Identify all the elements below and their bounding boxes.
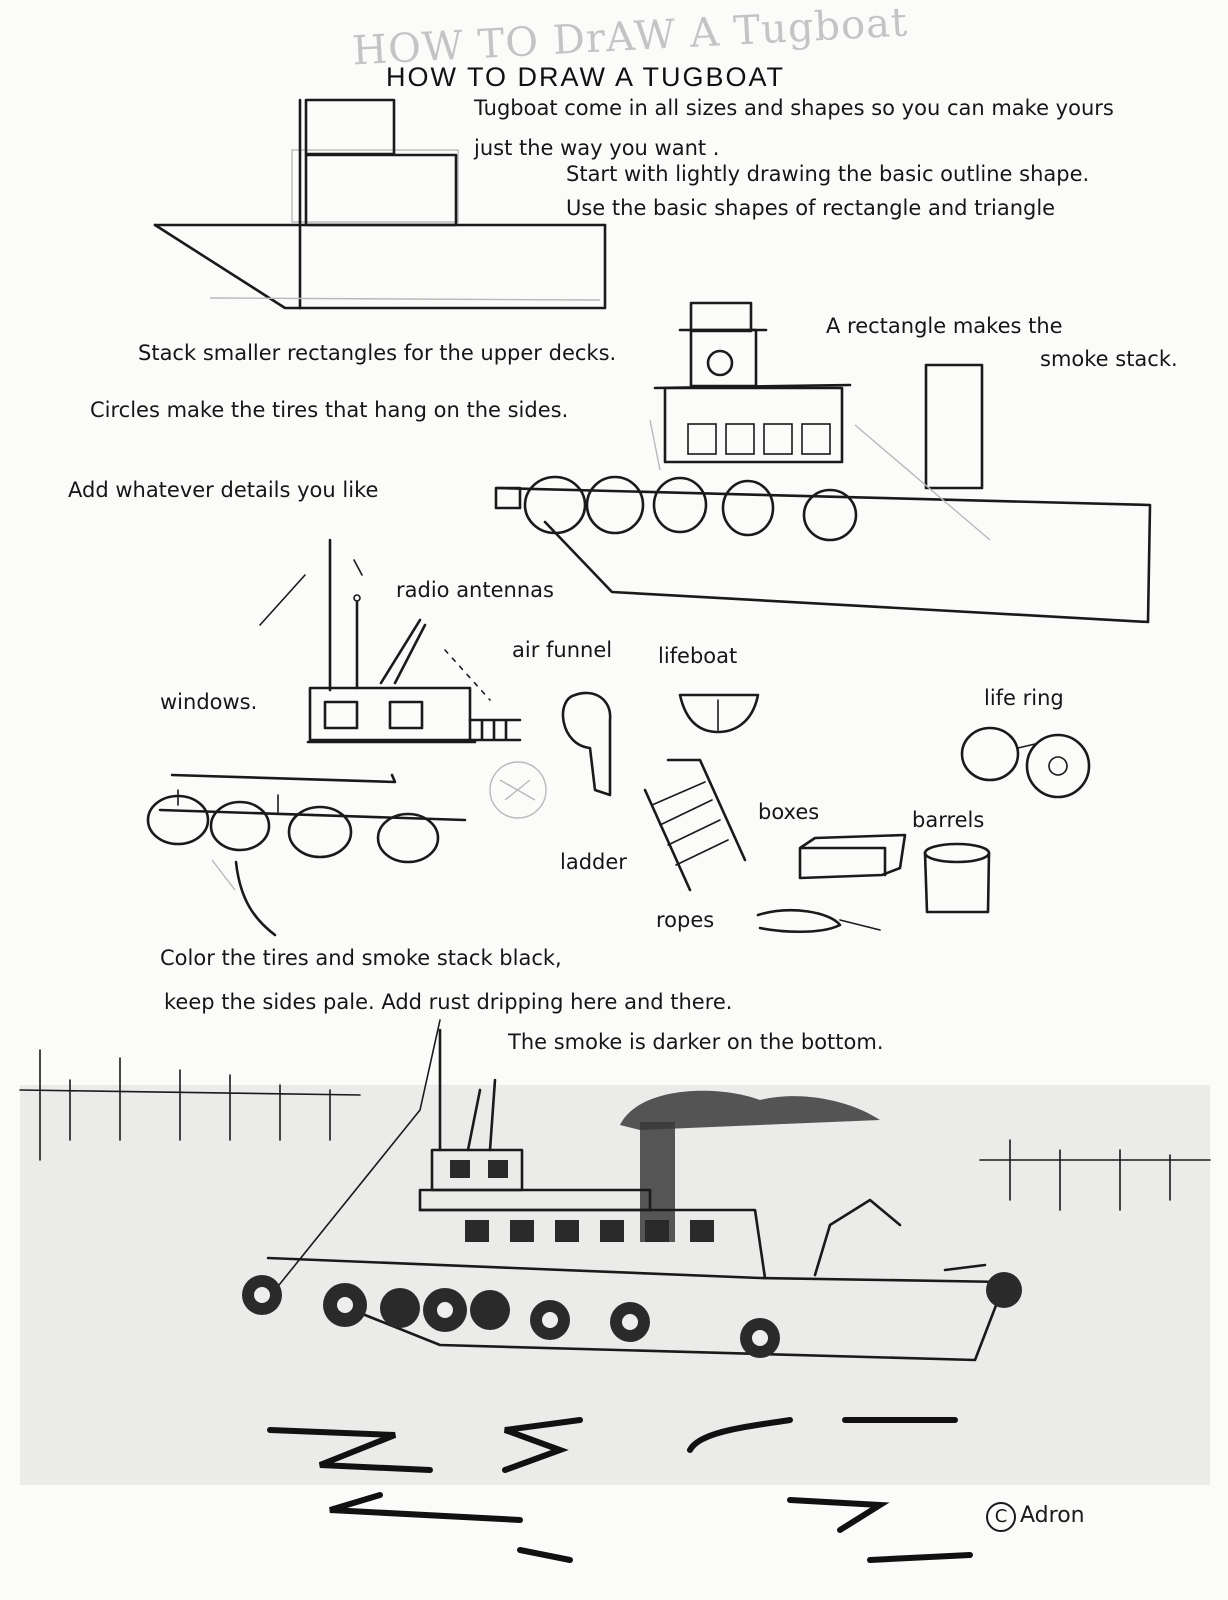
page-title: HOW TO DRAW A TUGBOAT (386, 62, 786, 92)
decks-tires-boat (494, 301, 1152, 624)
basic-outline-boat (153, 98, 607, 310)
intro-line-3: Start with lightly drawing the basic out… (566, 162, 1090, 186)
coloring-line-2: keep the sides pale. Add rust dripping h… (164, 990, 733, 1014)
stack-decks-text: Stack smaller rectangles for the upper d… (138, 341, 617, 365)
final-tugboat-scene (19, 1019, 1211, 1563)
boxes-label: boxes (758, 800, 820, 824)
lifeboat-label: lifeboat (658, 644, 738, 668)
air-funnel-label: air funnel (512, 638, 613, 662)
barrels-label: barrels (912, 808, 985, 832)
intro-line-2: just the way you want . (474, 136, 720, 160)
windows-label: windows. (160, 690, 258, 714)
circles-text: Circles make the tires that hang on the … (90, 398, 569, 422)
coloring-line-3: The smoke is darker on the bottom. (508, 1030, 884, 1054)
smokestack-text-2: smoke stack. (1040, 347, 1178, 371)
details-intro-text: Add whatever details you like (68, 478, 379, 502)
artist-name: Adron (1020, 1503, 1085, 1528)
radio-antennas-label: radio antennas (396, 578, 554, 602)
coloring-line-1: Color the tires and smoke stack black, (160, 946, 562, 970)
intro-line-1: Tugboat come in all sizes and shapes so … (474, 96, 1114, 120)
ladder-label: ladder (560, 850, 627, 874)
copyright-symbol: C (986, 1502, 1016, 1532)
ropes-label: ropes (656, 908, 715, 932)
intro-line-4: Use the basic shapes of rectangle and tr… (566, 196, 1056, 220)
smokestack-text-1: A rectangle makes the (826, 314, 1063, 338)
life-ring-label: life ring (984, 686, 1064, 710)
detail-parts (146, 538, 1091, 937)
